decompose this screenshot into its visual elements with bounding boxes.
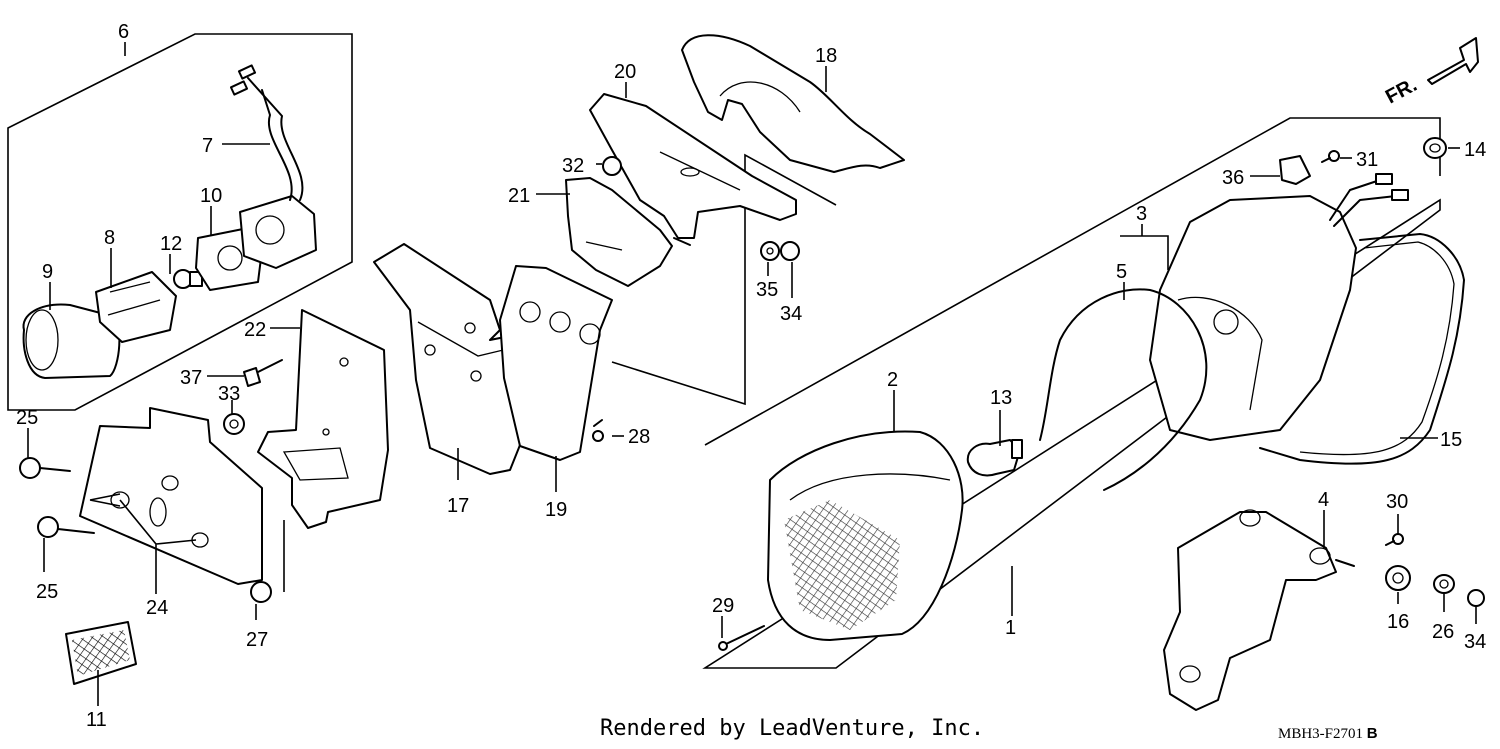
clip-36: [1279, 155, 1311, 185]
diagram-code: MBH3-F2701 B: [1278, 725, 1378, 743]
license-bracket: [257, 309, 389, 529]
callout-10: 10: [200, 185, 222, 207]
nut-33: [223, 413, 245, 435]
rear-reflector: [65, 621, 137, 685]
callout-28: 28: [628, 426, 650, 448]
callout-22: 22: [244, 319, 266, 341]
callout-21: 21: [508, 185, 530, 207]
housing-inner-gasket: [1039, 288, 1208, 491]
diagram-code-suffix: B: [1366, 725, 1378, 742]
callout-29: 29: [712, 595, 734, 617]
screw-29: [718, 625, 765, 651]
taillight-housing: [1149, 173, 1409, 441]
callout-12: 12: [160, 233, 182, 255]
callout-31: 31: [1356, 149, 1378, 171]
tail-stay-21: [565, 177, 691, 287]
grommet-16: [1385, 565, 1411, 591]
screw-28: [592, 419, 604, 442]
nut-34-upper: [780, 241, 800, 261]
callout-13: 13: [990, 387, 1012, 409]
front-direction-arrow-icon: [1427, 37, 1479, 85]
seat-cover-18: [681, 34, 905, 173]
screw-31: [1321, 150, 1340, 163]
callout-5: 5: [1116, 261, 1127, 283]
taillight-lens: [767, 430, 964, 641]
callout-2: 2: [887, 369, 898, 391]
taillight-bulb: [966, 439, 1023, 477]
marker-base-with-wire: [229, 64, 317, 269]
callout-33: 33: [218, 383, 240, 405]
callout-30: 30: [1386, 491, 1408, 513]
nut-32: [602, 156, 622, 176]
callout-18: 18: [815, 45, 837, 67]
grommet-14: [1423, 137, 1447, 159]
callout-19: 19: [545, 499, 567, 521]
callout-20: 20: [614, 61, 636, 83]
callout-7: 7: [202, 135, 213, 157]
collar-26: [1433, 574, 1455, 594]
side-marker-housing: [95, 271, 177, 343]
diagram-code-main: MBH3-F2701: [1278, 726, 1364, 742]
callout-6: 6: [118, 21, 129, 43]
group-outline-fender: [611, 153, 837, 406]
housing-outer-gasket: [1259, 233, 1465, 465]
grommet-27: [250, 581, 272, 603]
marker-bulb: [173, 269, 203, 289]
callout-14: 14: [1464, 139, 1486, 161]
callout-1: 1: [1005, 617, 1016, 639]
callout-35: 35: [756, 279, 778, 301]
bolt-25-lower: [37, 516, 95, 538]
callout-25-lower: 25: [36, 581, 58, 603]
callout-34-lower: 34: [1464, 631, 1486, 653]
callout-37: 37: [180, 367, 202, 389]
front-direction-label: FR.: [1382, 74, 1421, 109]
callout-32: 32: [562, 155, 584, 177]
callout-27: 27: [246, 629, 268, 651]
leader-lines: [27, 42, 1477, 706]
callout-36: 36: [1222, 167, 1244, 189]
washer-35: [760, 241, 780, 261]
fender-inner-panel: [499, 265, 613, 461]
callout-24: 24: [146, 597, 168, 619]
bolt-37: [243, 359, 283, 387]
callout-8: 8: [104, 227, 115, 249]
callout-17: 17: [447, 495, 469, 517]
footer-credit: Rendered by LeadVenture, Inc.: [600, 716, 985, 741]
bolt-25-upper: [19, 457, 71, 479]
taillight-bracket: [1163, 509, 1355, 711]
callout-11: 11: [86, 709, 107, 731]
callout-15: 15: [1440, 429, 1462, 451]
callout-3: 3: [1136, 203, 1147, 225]
nut-34-lower: [1467, 589, 1485, 607]
screw-30: [1385, 533, 1404, 546]
callout-16: 16: [1387, 611, 1409, 633]
callout-25-upper: 25: [16, 407, 38, 429]
callout-9: 9: [42, 261, 53, 283]
callout-34-upper: 34: [780, 303, 802, 325]
callout-26: 26: [1432, 621, 1454, 643]
callout-4: 4: [1318, 489, 1329, 511]
group-outline-side-marker: [7, 33, 353, 411]
upper-bracket: [589, 93, 797, 239]
